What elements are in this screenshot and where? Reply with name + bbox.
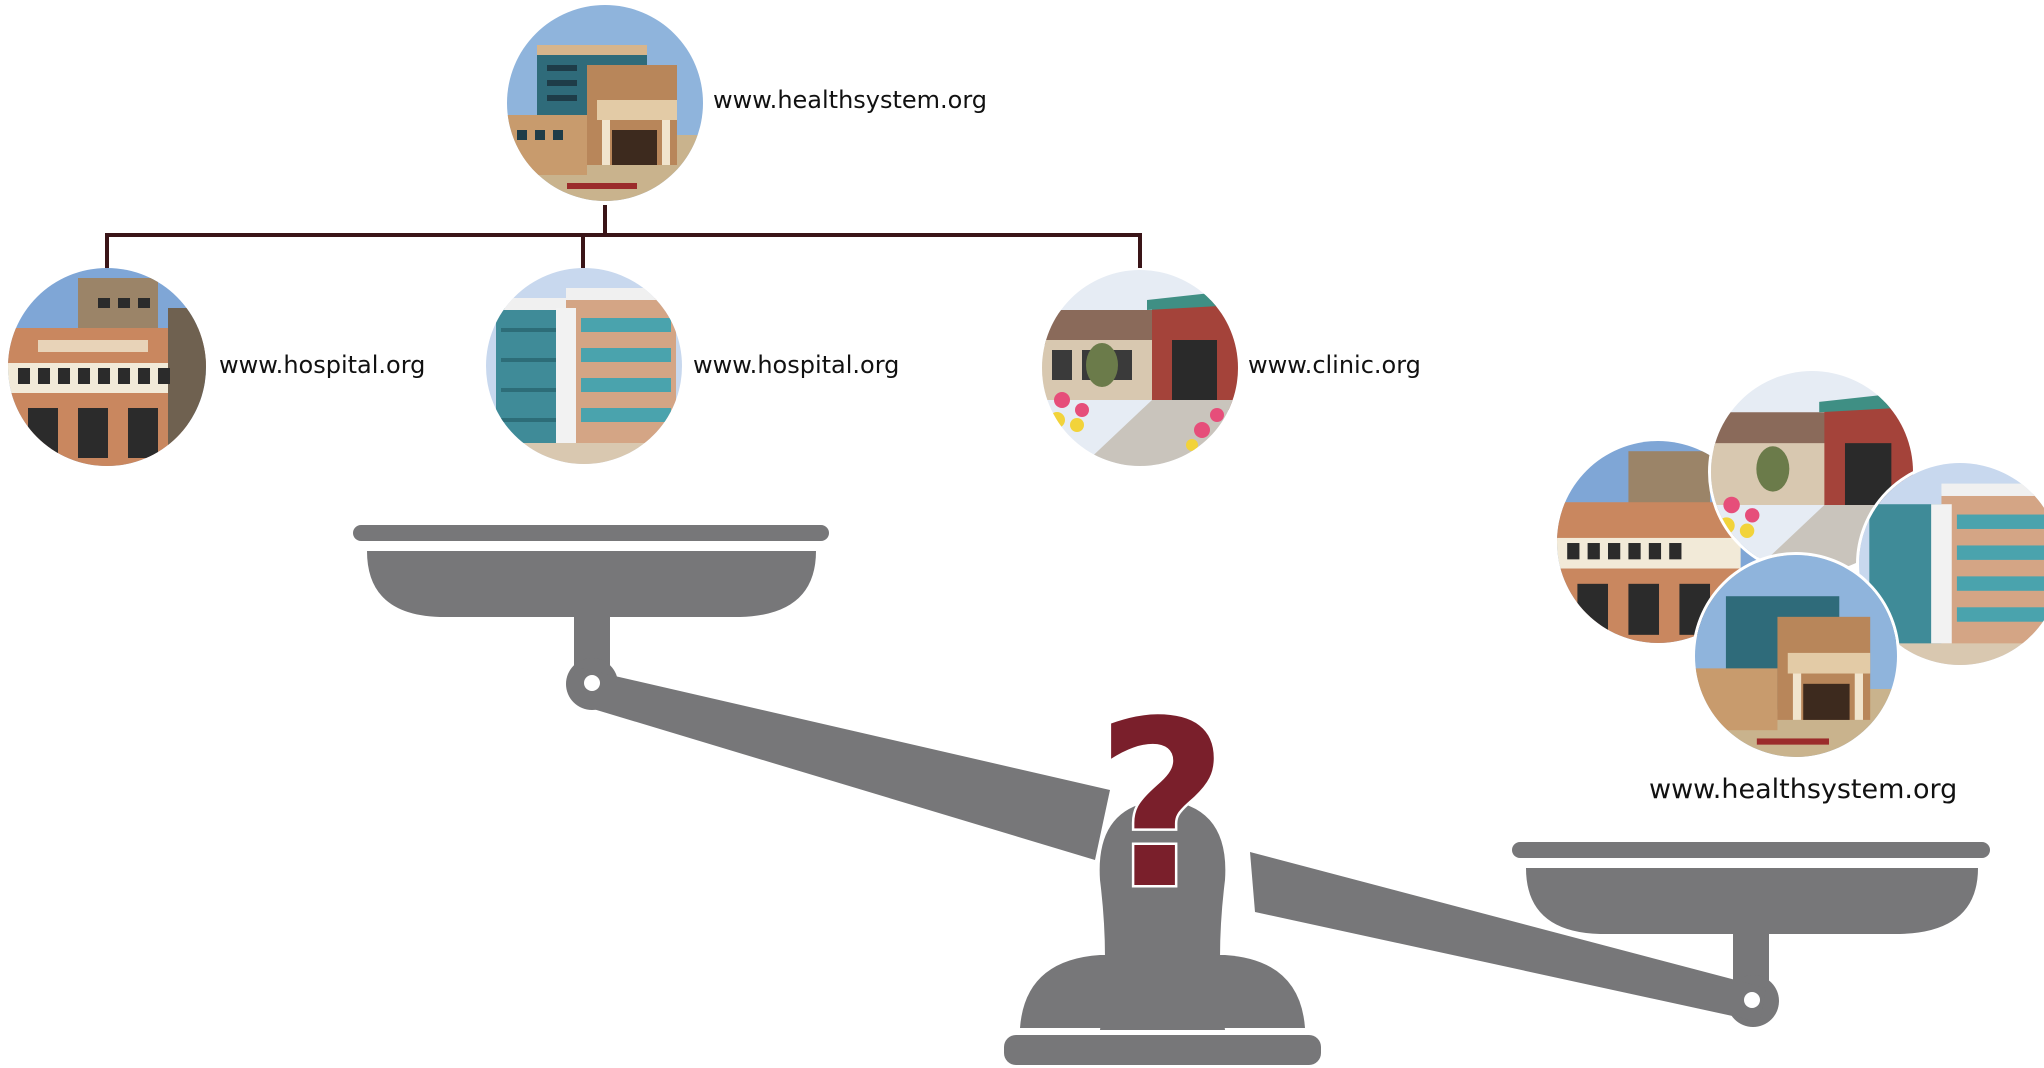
scale-base [1020, 955, 1305, 1028]
scale-foot [1004, 1035, 1321, 1065]
beam-right [1250, 852, 1766, 1022]
clinic-photo [1042, 270, 1238, 466]
child-site-url-3: www.clinic.org [1248, 351, 1421, 379]
right-pan-rim [1512, 842, 1990, 858]
right-pan-bowl [1526, 868, 1978, 934]
cluster-photo-glass [1856, 460, 2044, 668]
child-site-url-2: www.hospital.org [693, 351, 900, 379]
beam-left [580, 668, 1110, 860]
cluster-photo-healthsystem [1692, 552, 1900, 760]
hospital-photo-2 [486, 268, 682, 464]
top-site-url: www.healthsystem.org [713, 86, 988, 114]
healthsystem-photo [507, 5, 703, 201]
cluster-site-url: www.healthsystem.org [1649, 774, 1958, 805]
left-pan-bowl [367, 551, 816, 617]
question-mark: ? [1095, 673, 1228, 940]
left-pan-rim [353, 525, 829, 541]
child-site-url-1: www.hospital.org [219, 351, 426, 379]
